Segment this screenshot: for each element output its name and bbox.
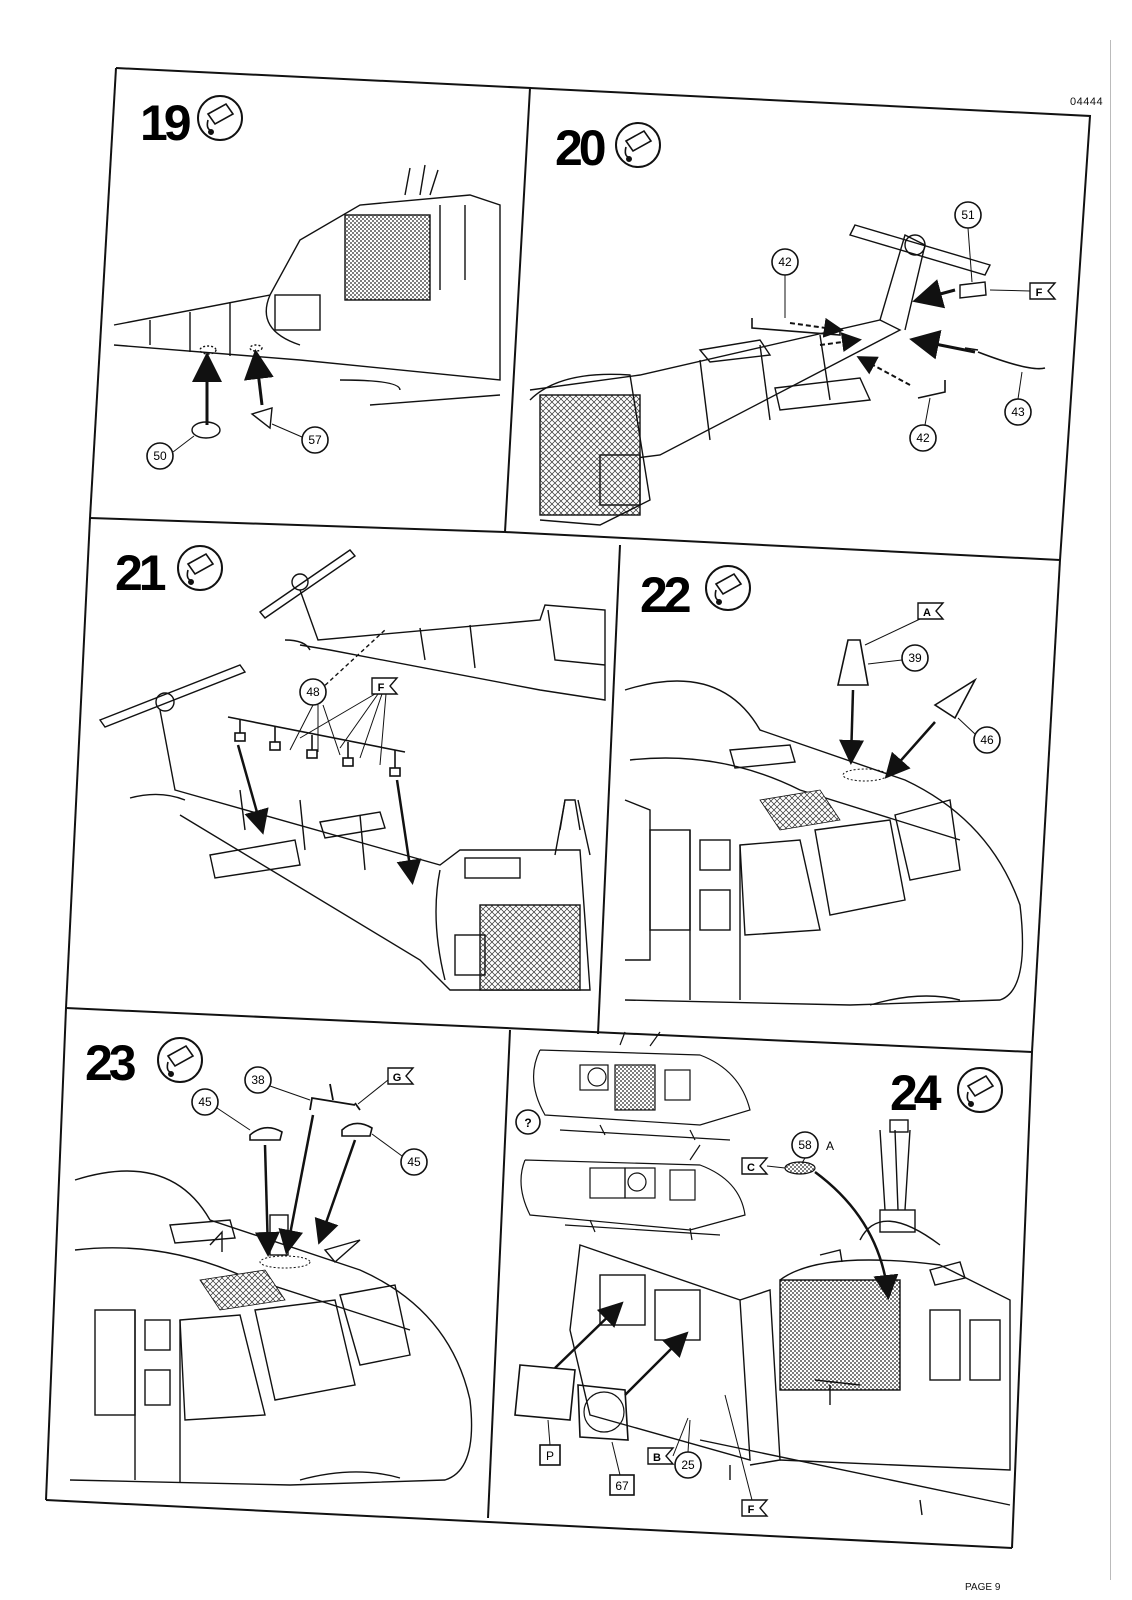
- panel-frames: [45, 67, 1092, 1549]
- tail-boom-drawing: [529, 224, 991, 526]
- part-51: [959, 281, 987, 299]
- step-number: 24: [890, 1065, 942, 1121]
- part-43: [964, 347, 1046, 370]
- svg-text:57: 57: [308, 433, 322, 447]
- tag-F: F: [724, 1394, 769, 1517]
- svg-text:67: 67: [615, 1479, 629, 1493]
- svg-text:51: 51: [961, 208, 975, 222]
- svg-text:A: A: [923, 607, 931, 619]
- callout-50: 50: [146, 435, 195, 470]
- svg-text:25: 25: [681, 1458, 695, 1472]
- cockpit-drawing: [69, 1170, 473, 1486]
- step-number: 22: [640, 567, 690, 623]
- tag-F: F: [299, 677, 399, 766]
- callout-42-top: 42: [771, 248, 799, 318]
- callout-58: 58 A: [791, 1131, 834, 1164]
- svg-text:B: B: [653, 1452, 661, 1464]
- thumbnail-top: [532, 1031, 751, 1141]
- svg-text:42: 42: [916, 431, 930, 445]
- box-P: P: [539, 1419, 561, 1466]
- callout-43: 43: [1004, 371, 1032, 426]
- callout-45-left: 45: [191, 1088, 251, 1131]
- svg-text:58: 58: [798, 1138, 812, 1152]
- part-58: [784, 1161, 816, 1175]
- antenna-rail: [227, 716, 406, 777]
- step-19: 19 50: [113, 95, 501, 470]
- part-57: [250, 407, 273, 430]
- part-38: [309, 1083, 361, 1111]
- tag-A: A: [864, 602, 945, 646]
- callout-45-right: 45: [371, 1133, 428, 1176]
- svg-text:45: 45: [198, 1095, 212, 1109]
- part-45-right: [341, 1122, 373, 1137]
- part-45-left: [249, 1126, 283, 1141]
- callout-57: 57: [271, 423, 329, 454]
- glue-icon: [197, 95, 243, 141]
- page-code: 04444: [1070, 96, 1104, 108]
- part-46: [933, 677, 978, 720]
- callout-39: 39: [867, 644, 929, 672]
- step-21: 21: [98, 545, 606, 991]
- cockpit-drawing: [624, 680, 1024, 1006]
- svg-text:F: F: [1036, 287, 1043, 299]
- cabin-drawing: [569, 1119, 1011, 1516]
- step-number: 21: [115, 545, 166, 601]
- svg-text:G: G: [393, 1072, 402, 1084]
- tag-F: F: [989, 282, 1057, 300]
- glue-icon: [157, 1037, 203, 1083]
- question-mark: ?: [515, 1109, 541, 1135]
- svg-text:42: 42: [778, 255, 792, 269]
- part-window-P: [514, 1364, 576, 1421]
- thumbnail-bottom: [520, 1144, 746, 1241]
- step-23: 23: [69, 1035, 473, 1486]
- callout-42-bottom: 42: [909, 397, 937, 452]
- step-20: 20 51: [529, 120, 1057, 526]
- part-50: [191, 421, 221, 439]
- step-24: 24 ?: [514, 1031, 1011, 1517]
- step-number: 23: [85, 1035, 135, 1091]
- page-edge: [1110, 40, 1111, 1580]
- svg-text:39: 39: [908, 651, 922, 665]
- step-number: 19: [140, 95, 190, 151]
- svg-text:F: F: [378, 682, 385, 694]
- svg-text:46: 46: [980, 733, 994, 747]
- svg-text:C: C: [747, 1162, 755, 1174]
- helicopter-main-drawing: [98, 664, 591, 991]
- svg-text:45: 45: [407, 1155, 421, 1169]
- callout-51: 51: [954, 201, 982, 283]
- helicopter-drawing: [113, 164, 501, 406]
- part-window-67: [577, 1384, 629, 1441]
- callout-48: 48: [289, 678, 341, 756]
- callout-46: 46: [957, 717, 1001, 754]
- box-67: 67: [609, 1441, 635, 1496]
- part-39: [837, 639, 869, 686]
- svg-text:38: 38: [251, 1073, 265, 1087]
- tag-C: C: [741, 1157, 786, 1175]
- svg-text:P: P: [546, 1449, 554, 1463]
- svg-text:F: F: [748, 1504, 755, 1516]
- page-number: PAGE 9: [965, 1582, 1001, 1593]
- svg-text:43: 43: [1011, 405, 1025, 419]
- svg-text:A: A: [826, 1139, 834, 1153]
- tag-G: G: [357, 1067, 415, 1105]
- callout-25: 25: [674, 1419, 702, 1479]
- glue-icon: [615, 122, 661, 168]
- glue-icon: [957, 1067, 1003, 1113]
- svg-text:50: 50: [153, 449, 167, 463]
- glue-icon: [705, 565, 751, 611]
- svg-text:?: ?: [524, 1116, 531, 1130]
- tag-B: B: [647, 1417, 689, 1465]
- step-number: 20: [555, 120, 605, 176]
- step-22: 22 A: [624, 565, 1024, 1006]
- glue-icon: [177, 545, 223, 591]
- svg-text:48: 48: [306, 685, 320, 699]
- helicopter-small-drawing: [258, 549, 606, 701]
- callout-38: 38: [244, 1066, 311, 1101]
